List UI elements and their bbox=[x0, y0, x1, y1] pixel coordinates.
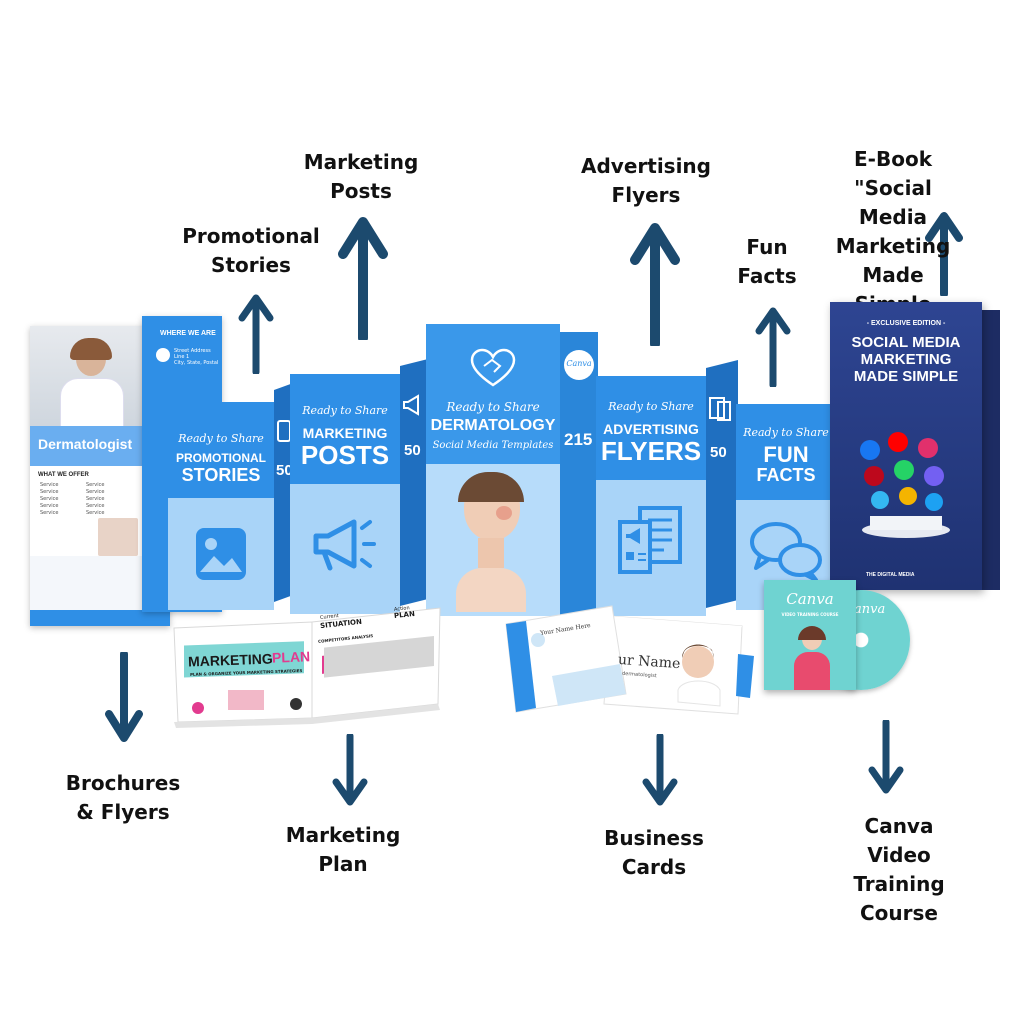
business-cards: Your Name Here ur Name dermatologist bbox=[492, 598, 754, 722]
posts-title-top: MARKETING bbox=[302, 425, 388, 441]
ebook-edition: - EXCLUSIVE EDITION - bbox=[866, 320, 946, 327]
brochure-service: Service bbox=[86, 489, 105, 495]
woman-face-photo bbox=[456, 472, 526, 612]
ebook-title: SOCIAL MEDIA MARKETING MADE SIMPLE bbox=[851, 334, 961, 385]
brochure-service: Service bbox=[86, 482, 105, 488]
image-icon bbox=[196, 528, 246, 580]
label-business-cards: Business Cards bbox=[604, 826, 704, 879]
brochure-service: Service bbox=[40, 496, 59, 502]
plan-title-left: MARKETING bbox=[187, 650, 274, 670]
ebook-cover: - EXCLUSIVE EDITION - SOCIAL MEDIA MARKE… bbox=[830, 302, 1002, 594]
plan-title-right: PLAN bbox=[271, 648, 311, 666]
flyers-count: 50 bbox=[710, 444, 727, 461]
box-marketing-posts: Ready to Share MARKETING POSTS 50 bbox=[290, 358, 430, 616]
flyer-icon bbox=[618, 506, 682, 574]
flyers-title-top: ADVERTISING bbox=[603, 421, 699, 437]
ready-to-share-text: Ready to Share bbox=[446, 400, 540, 414]
brochure-service: Service bbox=[40, 510, 59, 516]
brochure-service: Service bbox=[40, 503, 59, 509]
dvd-title: Canva bbox=[786, 590, 834, 608]
stories-title-bottom: STORIES bbox=[181, 465, 261, 485]
label-promotional-stories: Promotional Stories bbox=[182, 224, 320, 277]
marketing-plan-book: MARKETING PLAN PLAN & ORGANIZE YOUR MARK… bbox=[168, 600, 446, 728]
box-advertising-flyers: Ready to Share ADVERTISING FLYERS 50 bbox=[596, 360, 738, 618]
brochure-service: Service bbox=[40, 482, 59, 488]
brochure-title: Dermatologist bbox=[38, 436, 133, 452]
arrow-down-business-cards-icon bbox=[642, 734, 678, 806]
ready-to-share-text: Ready to Share bbox=[743, 426, 829, 439]
brochure-service: Service bbox=[86, 503, 105, 509]
arrow-up-advertising-flyers-icon bbox=[630, 223, 680, 346]
label-marketing-posts: Marketing Posts bbox=[303, 150, 419, 203]
instructor-photo bbox=[792, 626, 832, 690]
chat-bubbles-icon bbox=[750, 522, 822, 582]
megaphone-icon bbox=[313, 519, 376, 571]
label-marketing-plan: Marketing Plan bbox=[285, 823, 401, 876]
arrow-down-marketing-plan-icon bbox=[332, 734, 368, 806]
patient-photo bbox=[98, 518, 138, 556]
label-fun-facts: Fun Facts bbox=[737, 235, 797, 288]
arrow-up-fun-facts-icon bbox=[755, 307, 791, 387]
box-promotional-stories: Ready to Share PROMOTIONAL STORIES 50 bbox=[168, 382, 294, 614]
arrow-down-canva-course-icon bbox=[868, 720, 904, 794]
posts-count: 50 bbox=[404, 442, 421, 459]
arrow-up-ebook-icon bbox=[925, 212, 963, 296]
document-small-icon bbox=[709, 397, 731, 421]
heart-hands-icon bbox=[470, 348, 516, 387]
box-dermatology-main: Ready to Share DERMATOLOGY Social Media … bbox=[426, 324, 598, 618]
brochure-address: Street Address Line 1 City, State, Posta… bbox=[174, 348, 219, 366]
ready-to-share-text: Ready to Share bbox=[608, 400, 694, 413]
arrow-down-brochures-icon bbox=[105, 652, 143, 742]
label-brochures: Brochures & Flyers bbox=[65, 771, 181, 824]
megaphone-small-icon bbox=[403, 394, 419, 416]
brochure-where-heading: WHERE WE ARE bbox=[160, 330, 216, 337]
ready-to-share-text: Ready to Share bbox=[302, 404, 388, 417]
funfacts-title-bottom: FACTS bbox=[756, 465, 816, 485]
dvd-case: Canva VIDEO TRAINING COURSE bbox=[764, 580, 856, 690]
canva-badge: Canva bbox=[564, 350, 594, 380]
brochure-offer-heading: WHAT WE OFFER bbox=[38, 472, 89, 478]
arrow-up-promotional-stories-icon bbox=[238, 294, 274, 374]
brochure-service: Service bbox=[86, 510, 105, 516]
brochure-service: Service bbox=[40, 489, 59, 495]
main-title: DERMATOLOGY bbox=[430, 417, 556, 434]
label-ebook: E-Book "Social Media Marketing Made Simp… bbox=[835, 147, 951, 316]
label-advertising-flyers: Advertising Flyers bbox=[581, 154, 711, 207]
stories-count: 50 bbox=[276, 462, 293, 479]
canva-dvd-course: anva Canva VIDEO TRAINING COURSE bbox=[760, 576, 910, 706]
main-subtitle: Social Media Templates bbox=[432, 440, 554, 451]
brochure-service: Service bbox=[86, 496, 105, 502]
arrow-up-marketing-posts-icon bbox=[338, 217, 388, 340]
funfacts-title-top: FUN bbox=[763, 442, 809, 467]
location-pin-icon bbox=[156, 348, 170, 362]
main-count: 215 bbox=[564, 430, 593, 449]
dvd-disc-title: anva bbox=[854, 602, 886, 617]
ready-to-share-text: Ready to Share bbox=[178, 432, 264, 445]
doctor-photo bbox=[30, 326, 170, 428]
social-media-icons-icon bbox=[860, 432, 950, 538]
dvd-subtitle: VIDEO TRAINING COURSE bbox=[781, 612, 839, 617]
ebook-publisher: THE DIGITAL MEDIA bbox=[866, 572, 915, 578]
flyers-title-bottom: FLYERS bbox=[600, 436, 702, 466]
posts-title-bottom: POSTS bbox=[300, 440, 390, 470]
stories-title-top: PROMOTIONAL bbox=[176, 451, 266, 465]
label-canva-course: Canva Video Training Course bbox=[853, 814, 945, 925]
